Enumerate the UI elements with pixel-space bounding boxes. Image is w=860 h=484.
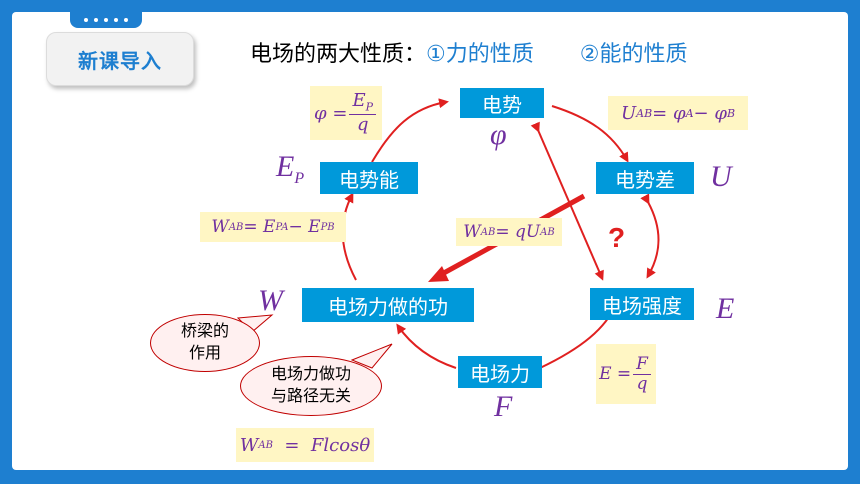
formula-uab-eq: = φ [652,102,686,124]
symbol-u: U [710,162,732,192]
bubble-bridge-line2: 作用 [188,345,221,362]
formula-e-num: F [633,355,651,375]
symbol-ep-text: E [276,150,295,183]
page-title: 电场的两大性质：①力的性质 ②能的性质 [250,36,687,68]
formula-wab3-sub: AB [258,439,273,451]
node-field-strength-label: 电场强度 [602,295,682,318]
formula-uab-a: A [685,106,694,120]
formula-wab2-eq: = qU [495,222,541,242]
node-field-work: 电场力做的功 [302,288,474,322]
formula-wab2-w: W [463,222,481,242]
formula-wab1-w: W [211,217,229,237]
formula-wab3-w: W [239,434,259,456]
formula-wab1-pa: PA [275,221,289,233]
formula-wab1-minus: − E [288,217,321,237]
bubble-path-line1: 电场力做功 [270,366,351,384]
title-force-property: ①力的性质 [426,41,534,66]
bubble-bridge-role: 桥梁的作用 [150,314,260,372]
formula-uab-sub: AB [636,106,653,120]
symbol-f-text: F [494,390,513,423]
formula-wab1-eq: = E [243,217,276,237]
formula-potential-num: E [352,90,366,112]
node-potential-difference-label: 电势差 [615,169,675,192]
formula-wab2-sub2: AB [540,226,555,238]
symbol-e: E [716,294,734,324]
arrow-force-to-work [396,323,457,369]
badge-label: 新课导入 [78,50,162,73]
node-field-strength: 电场强度 [590,288,694,320]
bubble-bridge-line1: 桥梁的 [180,323,229,341]
formula-uab-minus: − φ [693,102,727,124]
top-decoration [70,12,142,28]
symbol-w-text: W [258,284,283,317]
formula-wab2-sub: AB [480,226,496,238]
bubble-path-line2: 与路径无关 [270,388,351,405]
node-potential-difference: 电势差 [596,162,694,194]
symbol-ep: EP [276,152,304,187]
symbol-phi: φ [490,120,507,150]
bubble-path-independent: 电场力做功与路径无关 [240,356,382,416]
formula-potential-lhs: φ = [314,102,348,124]
node-potential-energy-label: 电势能 [339,169,399,192]
formula-e-den: q [636,373,648,394]
formula-wab1-pb: PB [320,221,335,233]
title-energy-property: ②能的性质 [579,41,688,66]
formula-e-lhs: E = [599,364,632,384]
node-field-force: 电场力 [458,356,542,388]
node-potential: 电势 [460,88,544,118]
title-main: 电场的两大性质： [250,41,427,66]
question-mark: ? [608,222,626,253]
formula-uab-u: U [620,102,637,124]
formula-potential-den: q [356,113,369,135]
arrow-difference-strength [640,193,660,279]
symbol-w: W [258,286,283,316]
node-potential-label: 电势 [482,94,522,117]
formula-wab3-theta: θ [359,434,371,456]
symbol-e-text: E [716,292,735,325]
symbol-ep-sub: P [294,170,305,187]
symbol-u-text: U [710,160,732,193]
lesson-intro-badge: 新课导入 [46,32,194,86]
symbol-phi-text: φ [490,118,507,151]
symbol-f: F [494,392,512,422]
node-field-force-label: 电场力 [470,363,530,386]
bubble-tail-path [350,343,393,369]
slide-canvas [12,12,848,470]
node-potential-energy: 电势能 [320,162,418,194]
formula-potential-num-sub: P [365,100,373,114]
formula-wab3-eq: = Flcos [272,434,360,456]
arrow-difference-to-work-head [428,266,449,282]
node-field-work-label: 电场力做的功 [328,296,448,319]
formula-wab1-sub: AB [228,221,244,233]
formula-uab-b: B [726,106,736,120]
arrow-energy-to-potential [371,98,449,163]
